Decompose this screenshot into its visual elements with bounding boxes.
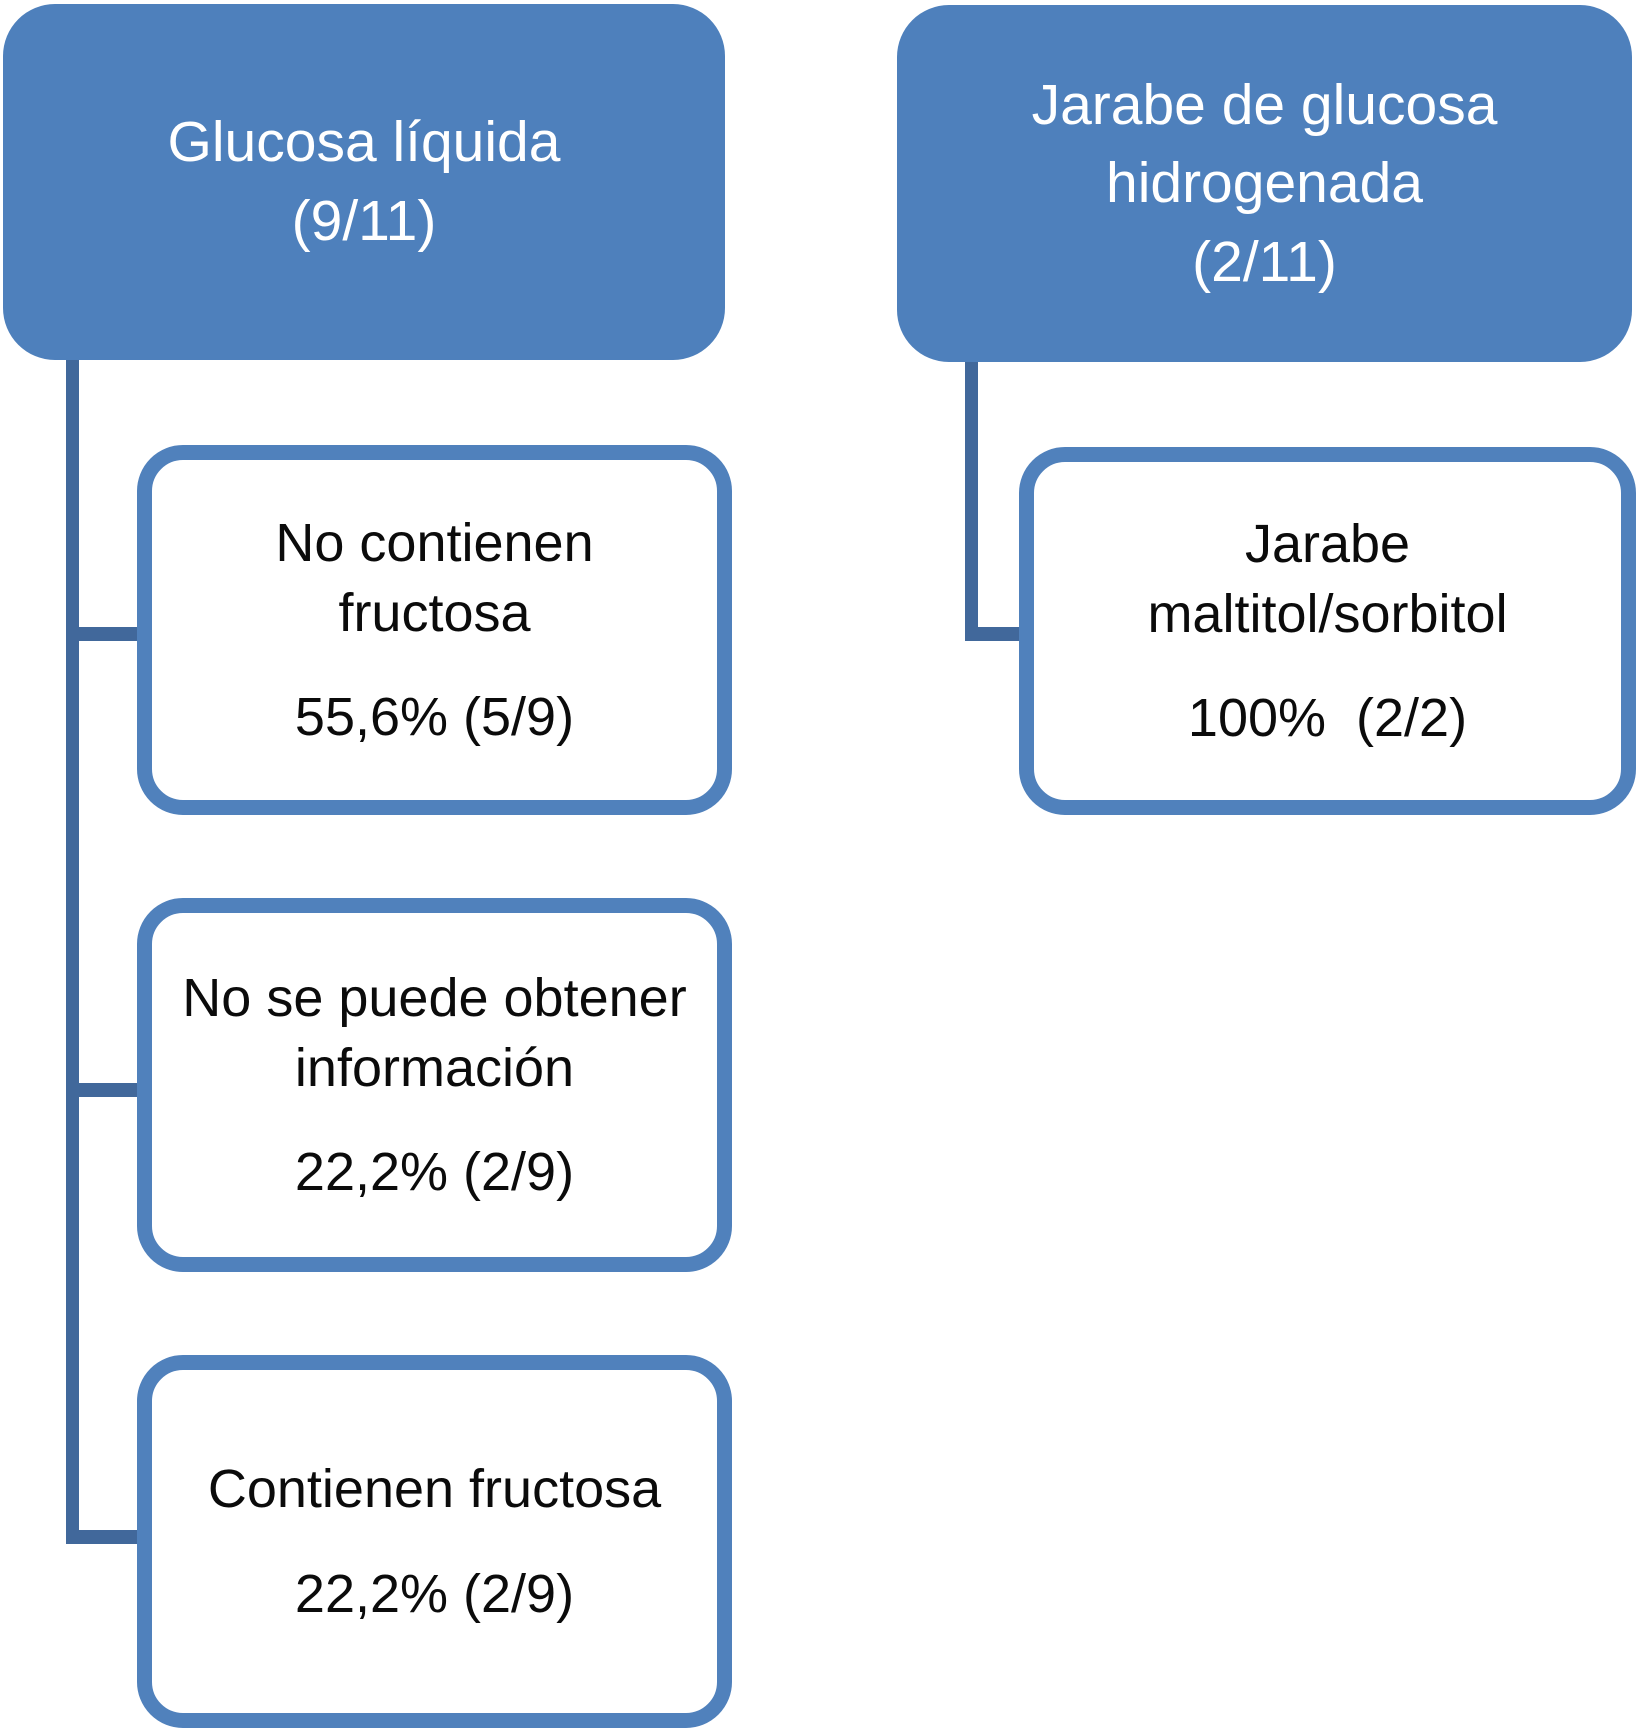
connector-right-stub — [965, 627, 1033, 641]
node-sin-informacion: No se puede obtener información 22,2% (2… — [137, 898, 732, 1272]
child-value: 55,6% (5/9) — [294, 687, 575, 748]
child-value: 22,2% (2/9) — [294, 1563, 575, 1624]
connector-left-stub-3 — [66, 1530, 146, 1544]
node-jarabe-glucosa-hidrogenada: Jarabe de glucosa hidrogenada (2/11) — [897, 5, 1632, 362]
child-title: No contienen fructosa — [275, 512, 594, 643]
child-title: Contienen fructosa — [207, 1459, 662, 1520]
node-jarabe-glucosa-hidrogenada-label: Jarabe de glucosa hidrogenada (2/11) — [1031, 72, 1498, 294]
connector-left-stub-2 — [66, 1083, 146, 1097]
child-title: No se puede obtener información — [182, 967, 687, 1098]
connector-left-stub-1 — [66, 627, 146, 641]
connector-right-trunk — [965, 358, 978, 641]
child-value: 22,2% (2/9) — [294, 1142, 575, 1203]
child-title: Jarabe maltitol/sorbitol — [1147, 513, 1508, 644]
node-no-contienen-fructosa: No contienen fructosa 55,6% (5/9) — [137, 445, 732, 815]
connector-left-trunk — [66, 356, 79, 1544]
node-glucosa-liquida: Glucosa líquida (9/11) — [3, 4, 725, 360]
node-glucosa-liquida-label: Glucosa líquida (9/11) — [167, 110, 561, 253]
node-contienen-fructosa: Contienen fructosa 22,2% (2/9) — [137, 1355, 732, 1728]
child-value: 100% (2/2) — [1187, 688, 1468, 749]
node-jarabe-maltitol-sorbitol: Jarabe maltitol/sorbitol 100% (2/2) — [1019, 447, 1636, 815]
